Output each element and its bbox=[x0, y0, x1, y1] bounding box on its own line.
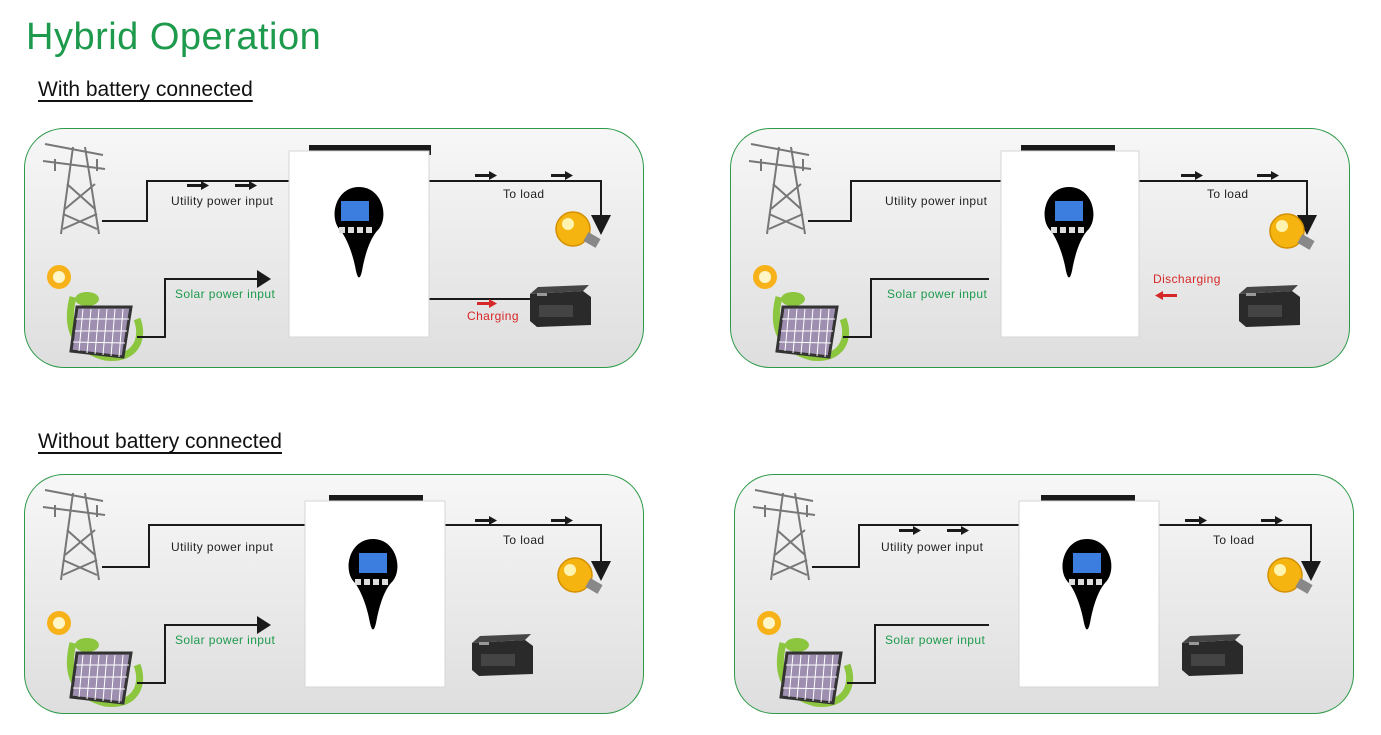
arrow-icon bbox=[477, 299, 497, 308]
section-label-without-battery: Without battery connected bbox=[38, 430, 282, 453]
solar-panel-icon bbox=[47, 265, 144, 361]
panel-without-battery-2: Utility power input Solar power input To… bbox=[734, 474, 1354, 714]
solar-power-label: Solar power input bbox=[175, 287, 276, 301]
light-bulb-icon bbox=[1269, 213, 1315, 250]
inverter-icon bbox=[304, 495, 446, 688]
power-tower-icon bbox=[748, 143, 812, 235]
panel-diagram bbox=[752, 489, 1321, 707]
light-bulb-icon bbox=[555, 211, 601, 248]
panel-with-battery-discharging: Utility power input Solar power input To… bbox=[730, 128, 1350, 368]
to-load-label: To load bbox=[1207, 187, 1249, 201]
arrow-icon bbox=[257, 616, 271, 634]
panel-diagram bbox=[42, 143, 611, 361]
solar-power-label: Solar power input bbox=[175, 633, 276, 647]
power-tower-icon bbox=[42, 489, 106, 581]
panel-diagram bbox=[42, 489, 611, 707]
arrow-icon bbox=[257, 270, 271, 288]
light-bulb-icon bbox=[1267, 557, 1313, 594]
page-title: Hybrid Operation bbox=[26, 16, 322, 58]
solar-power-label: Solar power input bbox=[885, 633, 986, 647]
utility-power-label: Utility power input bbox=[885, 194, 988, 208]
inverter-icon bbox=[288, 145, 431, 338]
panel-with-battery-charging: Utility power input Solar power input To… bbox=[24, 128, 644, 368]
arrow-icon bbox=[899, 516, 1283, 535]
battery-icon bbox=[1182, 634, 1243, 676]
utility-power-label: Utility power input bbox=[171, 540, 274, 554]
inverter-icon bbox=[1000, 145, 1140, 338]
light-bulb-icon bbox=[557, 557, 603, 594]
arrow-icon bbox=[1301, 561, 1321, 581]
utility-power-label: Utility power input bbox=[881, 540, 984, 554]
power-tower-icon bbox=[42, 143, 106, 235]
solar-panel-icon bbox=[757, 611, 854, 707]
panel-diagram bbox=[748, 143, 1317, 361]
arrow-icon bbox=[1297, 215, 1317, 235]
inverter-icon bbox=[1018, 495, 1160, 688]
section-label-with-battery: With battery connected bbox=[38, 78, 253, 101]
arrow-icon bbox=[475, 516, 573, 525]
to-load-label: To load bbox=[1213, 533, 1255, 547]
solar-power-label: Solar power input bbox=[887, 287, 988, 301]
solar-panel-icon bbox=[47, 611, 144, 707]
arrow-icon bbox=[591, 215, 611, 235]
solar-panel-icon bbox=[753, 265, 850, 361]
utility-power-label: Utility power input bbox=[171, 194, 274, 208]
battery-icon bbox=[530, 285, 591, 327]
arrow-icon bbox=[1155, 291, 1177, 300]
battery-icon bbox=[472, 634, 533, 676]
to-load-label: To load bbox=[503, 533, 545, 547]
to-load-label: To load bbox=[503, 187, 545, 201]
arrow-icon bbox=[187, 171, 573, 190]
power-tower-icon bbox=[752, 489, 816, 581]
battery-status-label: Discharging bbox=[1153, 272, 1221, 286]
battery-status-label: Charging bbox=[467, 309, 519, 323]
arrow-icon bbox=[591, 561, 611, 581]
panel-without-battery-1: Utility power input Solar power input To… bbox=[24, 474, 644, 714]
battery-icon bbox=[1239, 285, 1300, 327]
arrow-icon bbox=[1181, 171, 1279, 180]
